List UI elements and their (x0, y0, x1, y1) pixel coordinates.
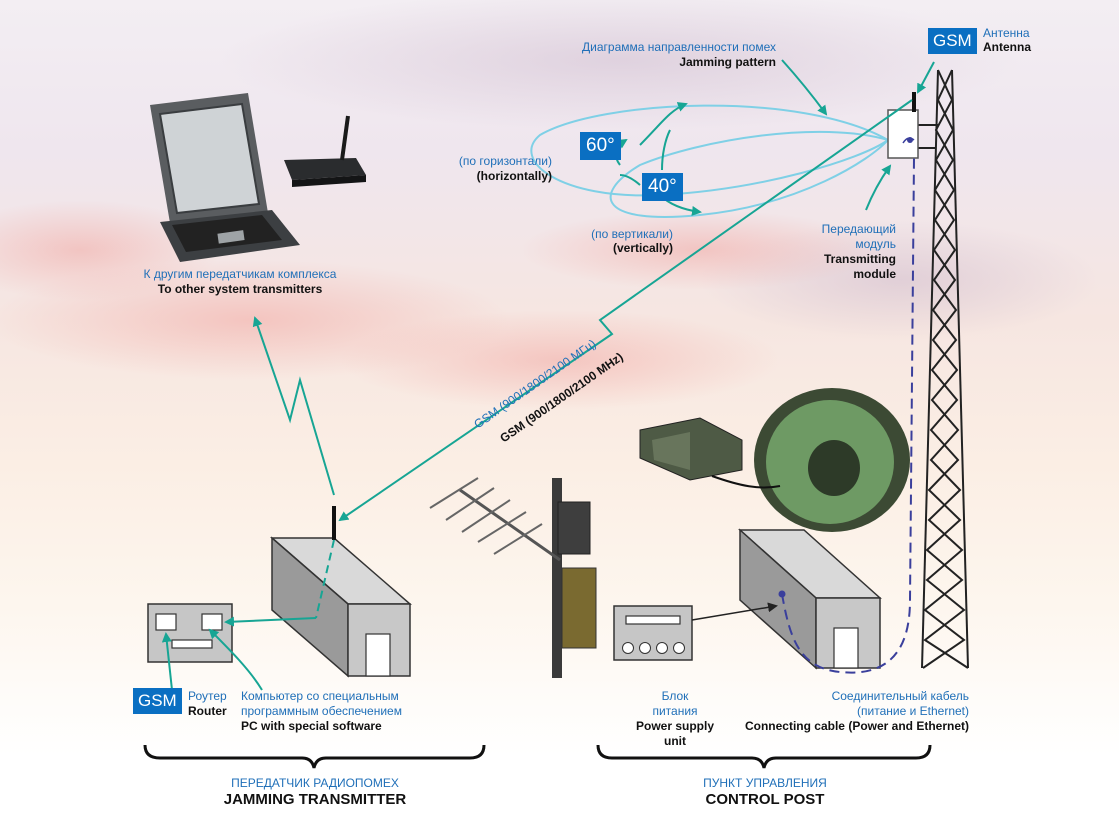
pc-label-ru-2: программным обеспечением (241, 704, 402, 718)
vertical-label-en: (vertically) (612, 241, 673, 255)
other-transmitters-arrow (252, 316, 335, 496)
horizontal-angle-arrow (639, 102, 688, 146)
jamming-pattern-pointer (781, 59, 828, 116)
control-post-brace (596, 744, 932, 769)
power-supply-label-ru-2: питания (652, 704, 698, 718)
control-post-title-ru: ПУНКТ УПРАВЛЕНИЯ (703, 776, 827, 790)
horizontal-label-en: (horizontally) (476, 169, 552, 183)
module-label-ru-2: модуль (855, 237, 896, 251)
module-label-en-1: Transmitting (823, 252, 896, 266)
laptop-image (150, 93, 300, 262)
router-label-ru: Роутер (188, 689, 227, 703)
jamming-shelter (269, 506, 413, 678)
horizontal-angle-badge: 60° (580, 132, 621, 160)
control-post-title-en: CONTROL POST (705, 791, 825, 808)
power-supply-label-en-2: unit (664, 734, 686, 748)
module-pointer (865, 164, 892, 211)
vertical-angle-badge: 40° (642, 173, 683, 201)
pc-pointer (208, 628, 263, 691)
vertical-label-ru: (по вертикали) (591, 227, 673, 241)
router-gsm-badge: GSM (133, 688, 182, 714)
jamming-pattern-label-ru: Диаграмма направленности помех (582, 40, 776, 54)
jamming-pattern-lobes (530, 104, 889, 218)
vertical-angle-arrow-2 (619, 174, 641, 186)
pc-label-ru-1: Компьютер со специальным (241, 689, 399, 703)
antenna-gsm-badge: GSM (928, 28, 977, 54)
wifi-router-image (284, 115, 366, 187)
gsm-link-arrow (338, 99, 913, 522)
router-label-en: Router (188, 704, 227, 718)
yagi-mast-image (429, 477, 597, 678)
antenna-label-en: Antenna (983, 40, 1031, 54)
antenna-pointer (917, 61, 935, 94)
control-shelter (738, 528, 882, 670)
cable-label-ru-1: Соединительный кабель (831, 689, 969, 703)
module-label-en-2: module (853, 267, 896, 281)
transmitting-module-box (887, 109, 919, 159)
angle-arc (661, 129, 671, 171)
jamming-transmitter-title-en: JAMMING TRANSMITTER (223, 791, 407, 808)
antenna-label-ru: Антенна (983, 26, 1030, 40)
router-pointer (161, 632, 173, 691)
horizontal-label-ru: (по горизонтали) (458, 154, 552, 168)
pc-link-arrow (224, 616, 317, 627)
power-supply-label-en-1: Power supply (635, 719, 715, 733)
cable-label-en: Connecting cable (Power and Ethernet) (744, 719, 969, 733)
jamming-pattern-label-en: Jamming pattern (679, 55, 776, 69)
jamming-transmitter-title-ru: ПЕРЕДАТЧИК РАДИОПОМЕХ (231, 776, 399, 790)
other-transmitters-label-ru: К другим передатчикам комплекса (143, 267, 337, 281)
other-transmitters-label-en: To other system transmitters (157, 282, 323, 296)
cable-drum-image (754, 388, 910, 532)
control-unit-image (639, 417, 781, 489)
pc-label-en: PC with special software (241, 719, 382, 733)
power-supply-label-ru-1: Блок (661, 689, 689, 703)
router-pc-panel (147, 603, 233, 663)
power-supply-box (613, 605, 693, 661)
connecting-cable-dashed (781, 157, 915, 674)
power-supply-arrow (691, 602, 778, 621)
cable-label-ru-2: (питание и Ethernet) (857, 704, 969, 718)
module-label-ru-1: Передающий (821, 222, 896, 236)
lattice-tower (918, 69, 969, 669)
jamming-transmitter-brace (143, 744, 486, 769)
